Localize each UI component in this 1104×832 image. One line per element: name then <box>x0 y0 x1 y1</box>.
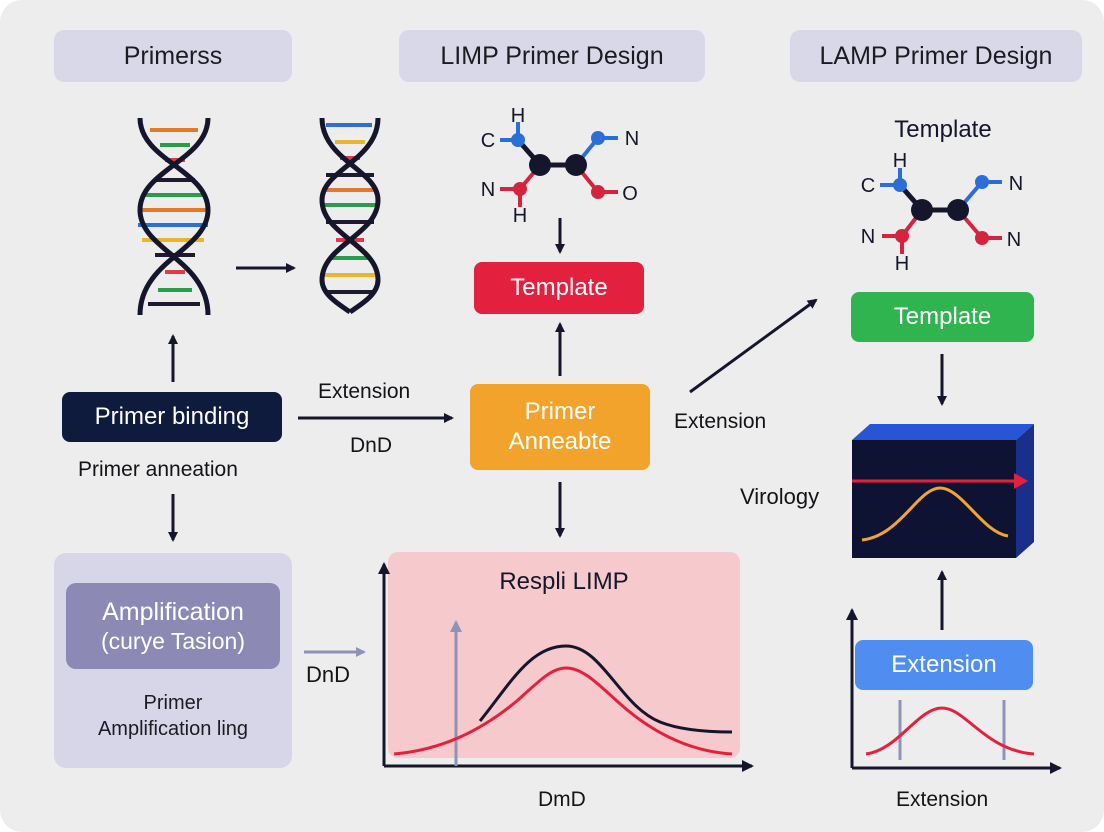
header-primerss: Primerss <box>54 30 292 82</box>
atom-h: H <box>513 205 527 227</box>
primer-anneation-label: Primer anneation <box>78 458 238 481</box>
extension-chart <box>846 608 1062 774</box>
molecule-icon: C H N N H N <box>861 150 1023 275</box>
atom-o: O <box>622 183 638 205</box>
extension-label: Extension <box>318 380 411 403</box>
amplification-title: Amplification <box>102 598 244 626</box>
chart-xlabel: DmD <box>538 788 586 811</box>
dnd-label-lower: DnD <box>306 662 351 687</box>
template-box-red: Template <box>474 262 644 314</box>
series-curve-red <box>393 666 733 756</box>
atom-h: H <box>511 105 525 127</box>
atom-n: N <box>861 226 875 248</box>
extension-diag-label: Extension <box>674 410 767 433</box>
dna-helix-icon <box>319 117 381 315</box>
template-box-green: Template <box>851 292 1034 342</box>
primer-anneabte-box: Primer Anneabte <box>470 384 650 470</box>
amplification-caption-line2: Amplification ling <box>97 718 249 740</box>
primer-anneabte-line1: Primer <box>524 398 596 425</box>
primer-binding-box: Primer binding <box>62 392 282 442</box>
header-limp-primer-design: LIMP Primer Design <box>399 30 705 82</box>
atom-h: H <box>895 253 909 275</box>
virology-label: Virology <box>740 484 820 509</box>
atom-n: N <box>481 179 495 201</box>
extension-box-blue: Extension <box>855 640 1033 690</box>
virology-3d-box <box>852 424 1034 558</box>
series-curve-dark <box>478 644 733 734</box>
chart-title: Respli LIMP <box>499 568 629 595</box>
atom-n: N <box>1007 229 1021 251</box>
atom-c: C <box>861 175 875 197</box>
series-curve-red <box>865 706 1035 756</box>
arrow-primer-to-right <box>689 298 818 394</box>
atom-c: C <box>481 130 495 152</box>
dna-helix-icon <box>137 117 211 316</box>
atom-n: N <box>625 128 639 150</box>
atom-h: H <box>893 150 907 172</box>
molecule-icon: C H N N H O <box>481 105 639 227</box>
template-title: Template <box>894 116 992 143</box>
respli-limp-chart-bg <box>388 552 740 758</box>
header-lamp-primer-design: LAMP Primer Design <box>790 30 1082 82</box>
atom-n: N <box>1009 173 1023 195</box>
amplification-box: Amplification (curye Tasion) <box>66 583 280 669</box>
dnd-label: DnD <box>350 434 393 457</box>
extension-chart-xlabel: Extension <box>896 788 989 811</box>
respli-limp-chart <box>378 562 754 772</box>
primer-anneabte-line2: Anneabte <box>508 428 612 455</box>
amplification-caption-line1: Primer <box>143 692 203 714</box>
amplification-subtitle: (curye Tasion) <box>100 628 246 654</box>
arrows <box>168 218 947 657</box>
amplification-caption: Primer Amplification ling <box>54 690 292 742</box>
